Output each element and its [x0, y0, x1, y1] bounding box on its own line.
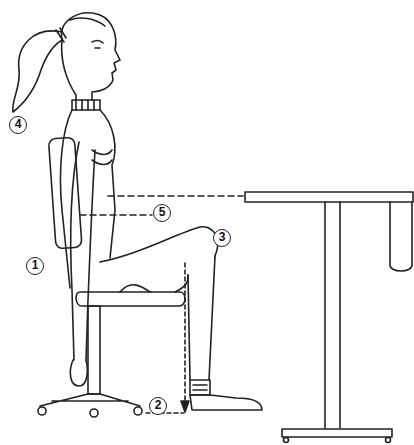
chair-wheel — [90, 409, 98, 417]
ponytail — [13, 31, 62, 112]
desk-leg — [325, 202, 340, 428]
callout-number: 4 — [9, 116, 27, 134]
torso-front — [100, 110, 115, 258]
chair-base — [40, 394, 140, 406]
head — [62, 13, 120, 100]
callout-number: 5 — [153, 204, 171, 222]
thigh-top — [100, 227, 218, 262]
arrow-head — [181, 401, 189, 412]
desk-drawer — [390, 202, 412, 271]
callout-number: 3 — [213, 229, 231, 247]
knee-height-line — [184, 263, 186, 402]
sock — [190, 380, 210, 395]
shoe — [190, 395, 262, 410]
callout-number: 2 — [149, 397, 167, 415]
collar — [72, 100, 100, 110]
hair-line — [70, 18, 105, 26]
chair-seat — [76, 292, 185, 306]
head-back — [62, 40, 76, 100]
chair-wheel — [134, 407, 142, 415]
chair-wheel — [38, 407, 46, 415]
chair-post — [88, 306, 100, 394]
elbow-height-line — [108, 195, 243, 197]
desk-glide — [386, 438, 391, 443]
desk-top — [245, 192, 413, 202]
hand — [70, 360, 87, 386]
sock-stripe — [193, 385, 207, 390]
callout-number: 1 — [26, 257, 44, 275]
eye — [92, 41, 103, 48]
lower-leg — [188, 256, 215, 380]
collar-hatch — [76, 100, 94, 110]
arm — [71, 142, 95, 360]
thigh-bottom — [120, 275, 188, 292]
elbow-line — [80, 214, 152, 216]
desk-glide — [284, 438, 289, 443]
desk-foot — [282, 429, 392, 437]
